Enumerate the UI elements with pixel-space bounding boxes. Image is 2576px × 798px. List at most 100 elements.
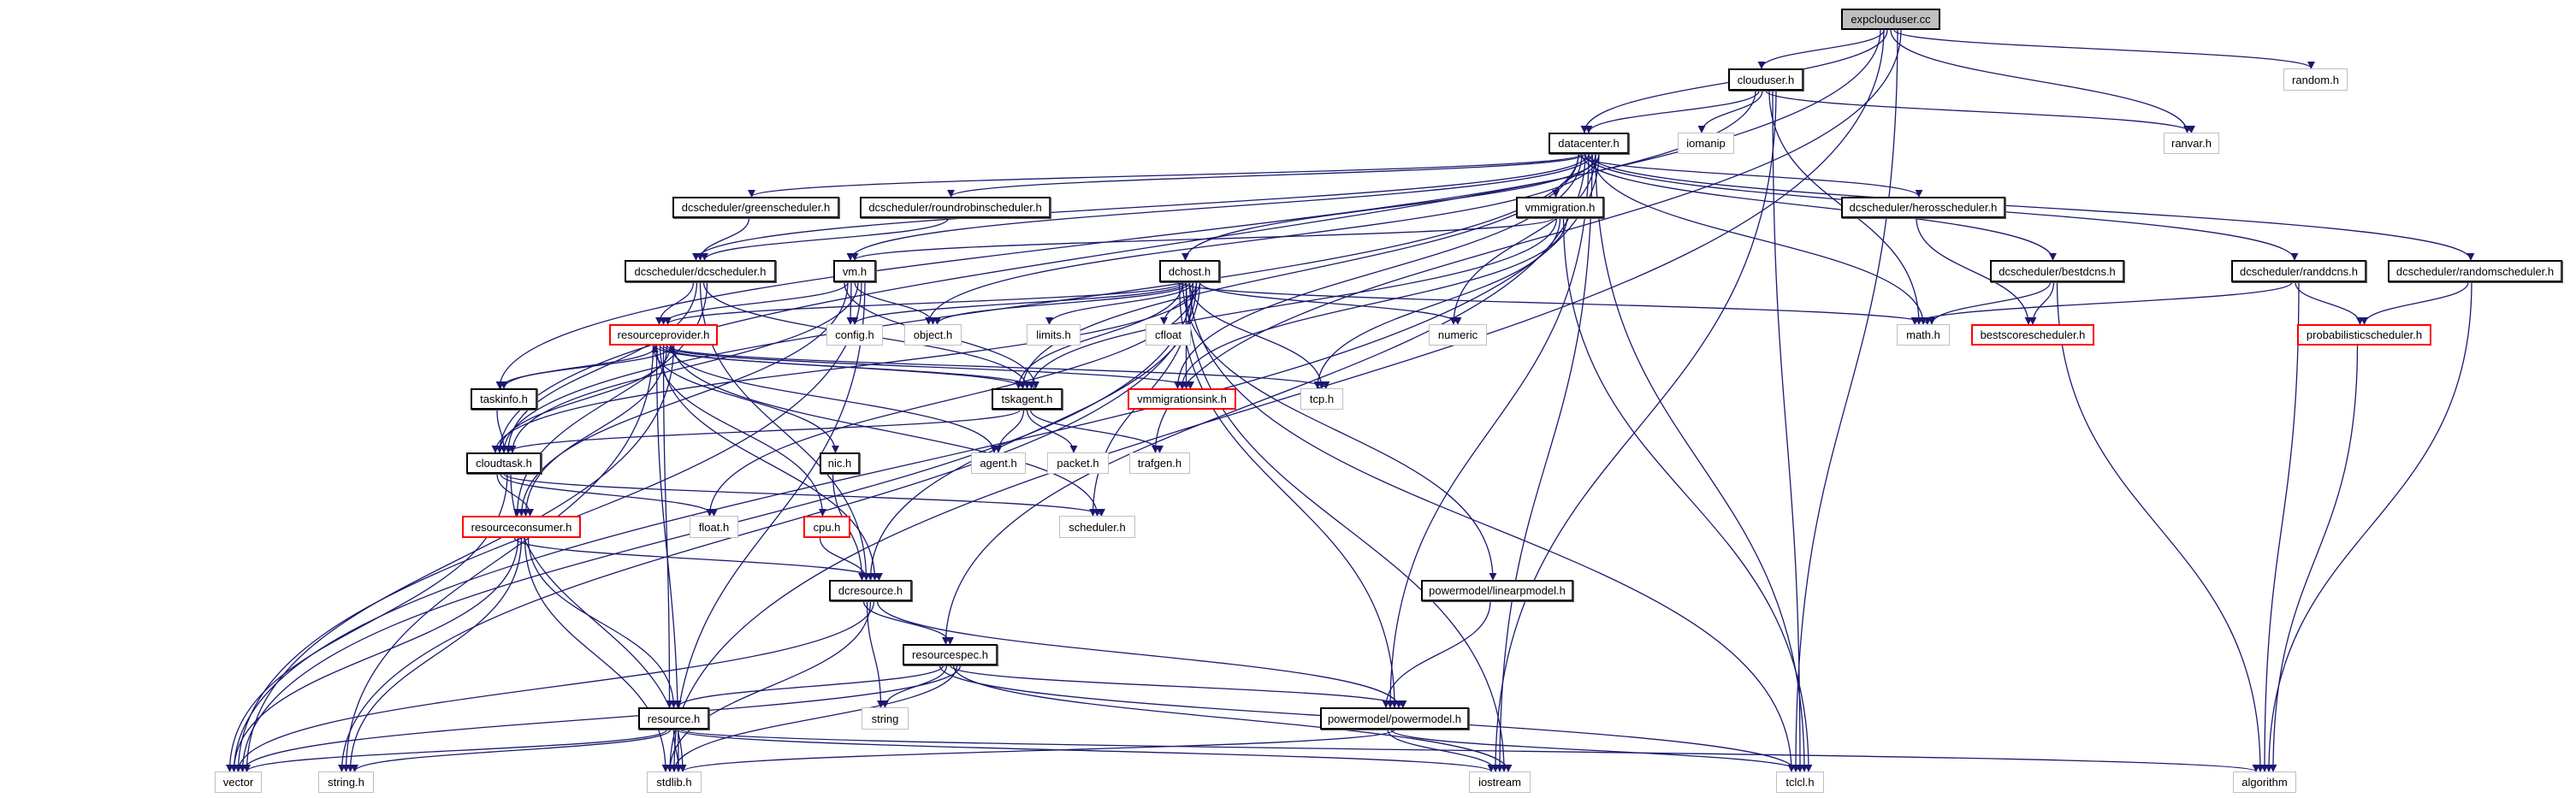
node-dcscheduler-greenscheduler-h[interactable]: dcscheduler/greenscheduler.h (672, 197, 839, 218)
node-dcscheduler-dcscheduler-h[interactable]: dcscheduler/dcscheduler.h (625, 260, 776, 282)
node-vm-h[interactable]: vm.h (833, 260, 876, 282)
node-agent-h[interactable]: agent.h (971, 452, 1026, 474)
node-label: tclcl.h (1785, 776, 1815, 789)
edge-resource-h-to-stdlib-h (672, 729, 683, 772)
node-tclcl-h[interactable]: tclcl.h (1776, 771, 1824, 793)
edge-resourceprovider-h-to-stdlib-h (655, 345, 683, 772)
node-label: vmmigrationsink.h (1137, 393, 1227, 405)
node-label: resource.h (647, 712, 701, 725)
node-dchost-h[interactable]: dchost.h (1159, 260, 1220, 282)
edge-resourcespec-h-to-iostream (952, 665, 1513, 772)
edge-resourcespec-h-to-stdlib-h (670, 665, 958, 772)
node-dcscheduler-roundrobinscheduler-h[interactable]: dcscheduler/roundrobinscheduler.h (860, 197, 1051, 218)
edge-vmmigration-h-to-tcp-h (1313, 217, 1561, 389)
node-numeric[interactable]: numeric (1429, 324, 1487, 346)
node-label: dcscheduler/randdcns.h (2239, 264, 2359, 278)
node-label: dcscheduler/greenscheduler.h (681, 201, 831, 214)
node-label: dcscheduler/dcscheduler.h (634, 264, 767, 278)
node-packet-h[interactable]: packet.h (1047, 452, 1109, 474)
node-dcscheduler-randomscheduler-h[interactable]: dcscheduler/randomscheduler.h (2388, 260, 2562, 282)
edge-taskinfo-h-to-resourceprovider-h (500, 345, 676, 389)
node-algorithm[interactable]: algorithm (2233, 771, 2296, 793)
node-datacenter-h[interactable]: datacenter.h (1549, 133, 1629, 154)
node-label: config.h (835, 328, 874, 341)
node-resourcespec-h[interactable]: resourcespec.h (903, 644, 998, 665)
node-resourceprovider-h[interactable]: resourceprovider.h (609, 324, 718, 346)
node-cfloat[interactable]: cfloat (1146, 324, 1191, 346)
edge-vm-h-to-cloudtask-h (508, 281, 859, 453)
edge-dcscheduler-randomscheduler-h-to-algorithm (2265, 281, 2472, 772)
node-iostream[interactable]: iostream (1469, 771, 1531, 793)
node-cpu-h[interactable]: cpu.h (803, 516, 850, 538)
edge-clouduser-h-to-iomanip (1697, 90, 1763, 133)
node-powermodel-linearpmodel-h[interactable]: powermodel/linearpmodel.h (1421, 580, 1573, 601)
node-label: powermodel/powermodel.h (1327, 712, 1462, 725)
node-ranvar-h[interactable]: ranvar.h (2164, 133, 2219, 154)
edge-dcresource-h-to-resourcespec-h (862, 600, 955, 645)
edge-resourcespec-h-to-vector (239, 665, 962, 772)
edge-probabilisticscheduler-h-to-algorithm (2269, 345, 2359, 772)
edge-dchost-h-to-tclcl-h (1188, 281, 1796, 772)
node-cloudtask-h[interactable]: cloudtask.h (466, 452, 542, 474)
node-label: dcscheduler/herosscheduler.h (1849, 201, 1998, 214)
node-vmmigration-h[interactable]: vmmigration.h (1516, 197, 1604, 218)
edge-expclouduser-cc-to-random-h (1893, 29, 2315, 69)
node-trafgen-h[interactable]: trafgen.h (1129, 452, 1190, 474)
edge-dcscheduler-greenscheduler-h-to-dcscheduler-dcscheduler-h (696, 217, 750, 261)
node-math-h[interactable]: math.h (1897, 324, 1950, 346)
edge-expclouduser-cc-to-ranvar-h (1890, 29, 2192, 133)
edge-clouduser-h-to-ranvar-h (1765, 90, 2195, 133)
node-vmmigrationsink-h[interactable]: vmmigrationsink.h (1128, 388, 1236, 410)
node-label: resourceconsumer.h (471, 520, 572, 534)
node-label: dcresource.h (838, 584, 903, 597)
edge-powermodel-linearpmodel-h-to-powermodel-powermodel-h (1382, 600, 1491, 708)
node-tskagent-h[interactable]: tskagent.h (992, 388, 1063, 410)
node-iomanip[interactable]: iomanip (1678, 133, 1734, 154)
node-string[interactable]: string (862, 707, 909, 730)
node-resourceconsumer-h[interactable]: resourceconsumer.h (462, 516, 581, 538)
edge-dcscheduler-randdcns-h-to-algorithm (2260, 281, 2300, 772)
node-config-h[interactable]: config.h (826, 324, 883, 346)
edge-resourceprovider-h-to-string-h (341, 345, 654, 772)
edge-datacenter-h-to-dcscheduler-bestdcns-h (1581, 153, 2057, 261)
edge-resourceprovider-h-to-dcresource-h (659, 345, 879, 581)
node-stdlib-h[interactable]: stdlib.h (647, 771, 702, 793)
node-vector[interactable]: vector (215, 771, 262, 793)
node-dcscheduler-randdcns-h[interactable]: dcscheduler/randdcns.h (2231, 260, 2366, 282)
edge-vm-h-to-resourceprovider-h (660, 281, 849, 325)
node-nic-h[interactable]: nic.h (820, 452, 860, 474)
edge-dcresource-h-to-powermodel-powermodel-h (876, 600, 1403, 708)
node-dcscheduler-bestdcns-h[interactable]: dcscheduler/bestdcns.h (1990, 260, 2124, 282)
node-limits-h[interactable]: limits.h (1027, 324, 1081, 346)
edge-vmmigration-h-to-tclcl-h (1562, 217, 1813, 772)
node-label: datacenter.h (1558, 137, 1620, 150)
node-label: algorithm (2241, 776, 2288, 789)
edge-dcscheduler-roundrobinscheduler-h-to-dcscheduler-dcscheduler-h (701, 217, 950, 261)
edge-resourceconsumer-h-to-vector (229, 537, 519, 772)
node-tcp-h[interactable]: tcp.h (1300, 388, 1343, 410)
edge-clouduser-h-to-iostream (1491, 90, 1777, 772)
node-float-h[interactable]: float.h (690, 516, 738, 538)
node-taskinfo-h[interactable]: taskinfo.h (471, 388, 537, 410)
node-random-h[interactable]: random.h (2283, 68, 2348, 91)
node-resource-h[interactable]: resource.h (638, 707, 709, 730)
node-label: ranvar.h (2171, 137, 2212, 150)
node-label: resourceprovider.h (617, 328, 710, 341)
node-clouduser-h[interactable]: clouduser.h (1728, 68, 1803, 91)
node-expclouduser-cc[interactable]: expclouduser.cc (1841, 9, 1940, 30)
edge-dchost-h-to-resourceprovider-h (664, 281, 1184, 325)
node-string-h[interactable]: string.h (318, 771, 374, 793)
node-label: numeric (1437, 328, 1478, 341)
node-probabilisticscheduler-h[interactable]: probabilisticscheduler.h (2297, 324, 2431, 346)
node-object-h[interactable]: object.h (904, 324, 962, 346)
edge-datacenter-h-to-dcscheduler-herosscheduler-h (1578, 153, 1923, 198)
node-scheduler-h[interactable]: scheduler.h (1059, 516, 1135, 538)
edge-datacenter-h-to-dcscheduler-greenscheduler-h (748, 153, 1583, 198)
node-bestscorescheduler-h[interactable]: bestscorescheduler.h (1971, 324, 2094, 346)
node-label: stdlib.h (656, 776, 692, 789)
node-dcscheduler-herosscheduler-h[interactable]: dcscheduler/herosscheduler.h (1841, 197, 2005, 218)
edge-powermodel-powermodel-h-to-iostream (1387, 729, 1500, 772)
edge-resourceprovider-h-to-taskinfo-h (500, 345, 658, 389)
node-powermodel-powermodel-h[interactable]: powermodel/powermodel.h (1320, 707, 1469, 730)
node-dcresource-h[interactable]: dcresource.h (829, 580, 912, 601)
